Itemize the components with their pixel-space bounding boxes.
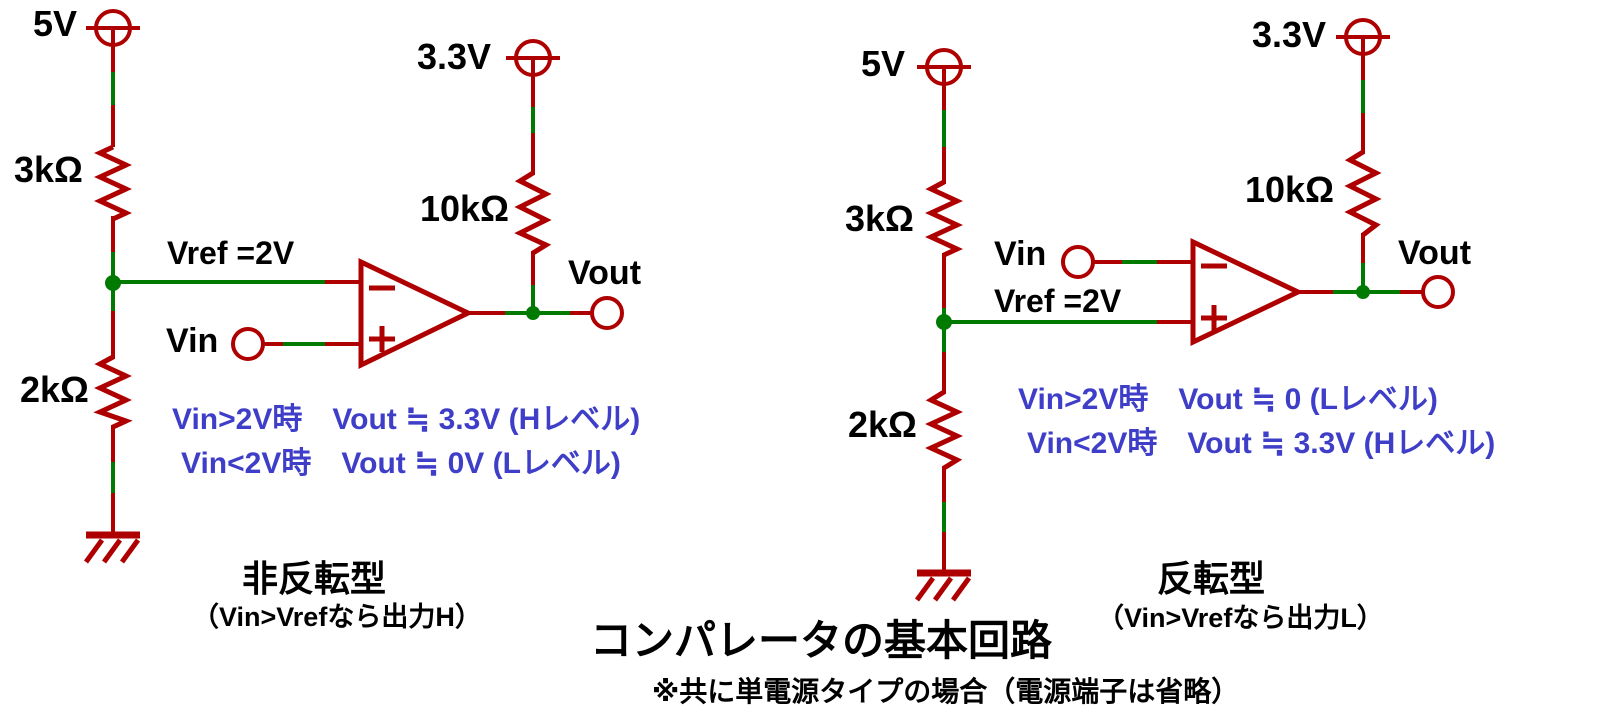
- left-resistor-10k: [514, 170, 552, 256]
- right-vref-label: Vref =2V: [994, 283, 1122, 319]
- right-3v3-supply-icon: [1336, 18, 1390, 56]
- right-behavior-line-2: Vin<2V時 Vout ≒ 3.3V (Hレベル): [1027, 427, 1496, 460]
- left-supply-5v-label: 5V: [33, 3, 78, 44]
- left-vin-terminal: [231, 327, 265, 361]
- right-opamp-plus-icon: [1201, 305, 1227, 331]
- left-behavior-line-1: Vin>2V時 Vout ≒ 3.3V (Hレベル): [172, 403, 641, 436]
- left-vout-label: Vout: [568, 254, 642, 292]
- right-pullup-r-label: 10kΩ: [1245, 169, 1334, 210]
- right-vout-terminal: [1421, 275, 1455, 309]
- right-opamp: [1190, 238, 1304, 346]
- right-r1-label: 3kΩ: [845, 198, 914, 239]
- right-resistor-2k: [925, 389, 963, 471]
- right-ground-icon: [914, 569, 972, 602]
- left-opamp-plus-icon: [369, 326, 395, 352]
- left-ground-icon: [83, 531, 141, 564]
- right-vout-label: Vout: [1398, 234, 1472, 272]
- left-circuit: [83, 9, 624, 564]
- left-r1-label: 3kΩ: [14, 149, 83, 190]
- left-opamp: [358, 258, 474, 369]
- caption-title: コンパレータの基本回路: [590, 617, 1053, 664]
- right-resistor-3k: [925, 179, 963, 258]
- left-type-label: 非反転型: [242, 558, 387, 599]
- left-vin-label: Vin: [166, 322, 219, 360]
- right-type-note: （Vin>Vrefなら出力L）: [1097, 603, 1384, 633]
- left-5v-supply-icon: [86, 9, 140, 47]
- right-vin-terminal: [1061, 245, 1095, 279]
- right-circuit: [914, 18, 1455, 602]
- right-vin-label: Vin: [994, 235, 1047, 273]
- left-resistor-3k: [94, 144, 132, 222]
- left-type-note: （Vin>Vrefなら出力H）: [192, 602, 482, 632]
- left-divider-junction: [105, 275, 121, 291]
- right-divider-junction: [936, 314, 952, 330]
- left-resistor-2k: [93, 354, 133, 430]
- left-vout-terminal: [590, 296, 624, 330]
- caption-note: ※共に単電源タイプの場合（電源端子は省略）: [652, 676, 1240, 707]
- left-vref-label: Vref =2V: [167, 235, 295, 271]
- left-pullup-supply-label: 3.3V: [417, 36, 492, 77]
- left-pullup-r-label: 10kΩ: [420, 188, 509, 229]
- right-pullup-supply-label: 3.3V: [1252, 14, 1327, 55]
- left-red-wires: [111, 28, 592, 536]
- left-output-junction: [526, 306, 540, 320]
- left-r2-label: 2kΩ: [20, 369, 89, 410]
- right-r2-label: 2kΩ: [848, 404, 917, 445]
- right-5v-supply-icon: [917, 48, 971, 86]
- right-supply-5v-label: 5V: [861, 43, 906, 84]
- right-behavior-line-1: Vin>2V時 Vout ≒ 0 (Lレベル): [1018, 383, 1438, 416]
- right-resistor-10k: [1344, 149, 1382, 237]
- left-behavior-line-2: Vin<2V時 Vout ≒ 0V (Lレベル): [181, 447, 621, 480]
- right-type-label: 反転型: [1157, 558, 1266, 599]
- right-red-wires: [942, 37, 1423, 574]
- right-output-junction: [1356, 285, 1370, 299]
- left-3v3-supply-icon: [506, 39, 560, 77]
